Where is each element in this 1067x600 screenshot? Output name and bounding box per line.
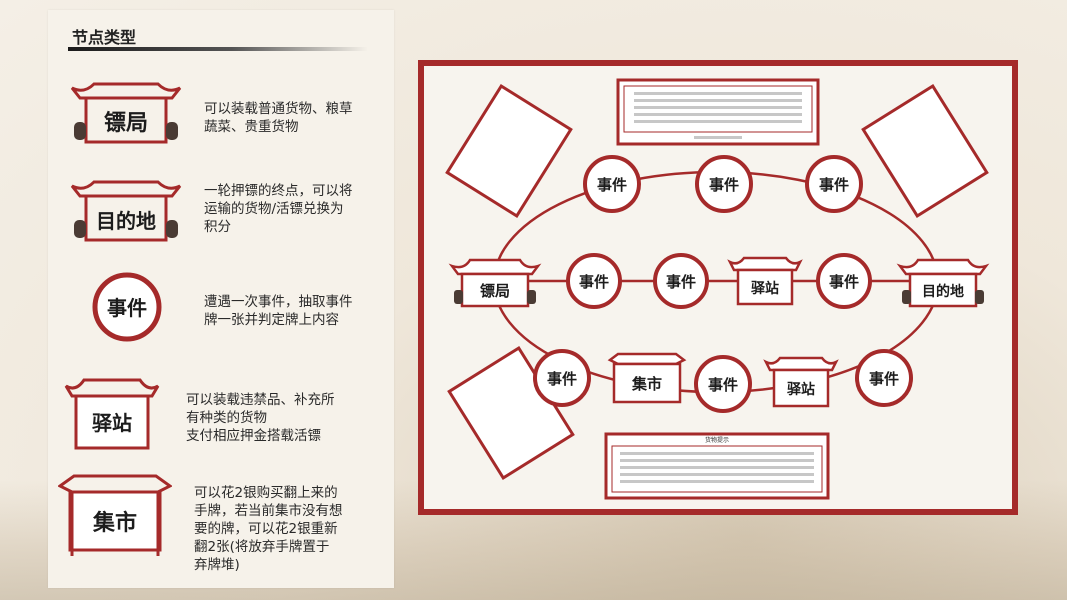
svg-text:驿站: 驿站	[751, 280, 779, 297]
relay-station-icon: 驿站	[62, 372, 162, 452]
legend-title: 节点类型	[72, 24, 136, 48]
game-board-surface: 货物提示 事件 事件 事件	[424, 66, 1012, 509]
svg-text:事件: 事件	[597, 176, 627, 194]
svg-text:事件: 事件	[579, 273, 609, 291]
event-node[interactable]: 事件	[696, 357, 750, 411]
destination-node[interactable]: 目的地	[900, 260, 986, 306]
event-node[interactable]: 事件	[807, 157, 861, 211]
escort-bureau-icon: 镖局	[66, 72, 186, 144]
svg-text:集市: 集市	[631, 375, 662, 393]
relay-station-label: 驿站	[92, 411, 132, 435]
cargo-hints-panel: 货物提示	[606, 434, 828, 498]
cargo-hints-title: 货物提示	[705, 436, 729, 444]
legend-title-underline	[68, 47, 368, 51]
market-node[interactable]: 集市	[610, 354, 684, 402]
node-type-legend: 节点类型 镖局 可以装载普通货物、粮草 蔬菜、贵重货物 目的地 一轮押镖的终点，…	[48, 10, 394, 588]
market-icon: 集市	[58, 470, 172, 556]
event-label: 事件	[107, 296, 147, 320]
event-description: 遭遇一次事件，抽取事件 牌一张并判定牌上内容	[204, 293, 353, 329]
svg-text:事件: 事件	[666, 273, 696, 291]
card-slot-top-right	[863, 86, 987, 216]
svg-text:驿站: 驿站	[787, 381, 815, 398]
svg-text:事件: 事件	[829, 273, 859, 291]
relay-station-description: 可以装载违禁品、补充所 有种类的货物 支付相应押金搭载活镖	[186, 391, 335, 445]
card-slot-top-left	[447, 86, 571, 216]
relay-station-node[interactable]: 驿站	[730, 258, 800, 304]
event-node[interactable]: 事件	[585, 157, 639, 211]
market-description: 可以花2银购买翻上来的 手牌，若当前集市没有想 要的牌，可以花2银重新 翻2张(…	[194, 484, 343, 574]
escort-bureau-label: 镖局	[104, 110, 148, 136]
event-node[interactable]: 事件	[535, 351, 589, 405]
svg-text:事件: 事件	[869, 370, 899, 388]
event-node[interactable]: 事件	[697, 157, 751, 211]
event-icon: 事件	[90, 270, 164, 344]
svg-text:事件: 事件	[819, 176, 849, 194]
relay-station-node[interactable]: 驿站	[766, 358, 836, 406]
event-node[interactable]: 事件	[818, 255, 870, 307]
destination-icon: 目的地	[66, 170, 186, 242]
event-node[interactable]: 事件	[568, 255, 620, 307]
svg-text:目的地: 目的地	[922, 283, 964, 300]
game-board: 货物提示 事件 事件 事件	[418, 60, 1018, 515]
escort-bureau-node[interactable]: 镖局	[452, 260, 538, 306]
market-label: 集市	[92, 510, 137, 536]
svg-text:镖局: 镖局	[480, 282, 510, 300]
escort-bureau-description: 可以装载普通货物、粮草 蔬菜、贵重货物	[204, 100, 353, 136]
svg-text:事件: 事件	[709, 176, 739, 194]
rules-panel-top	[618, 80, 818, 144]
svg-text:事件: 事件	[547, 370, 577, 388]
event-node[interactable]: 事件	[857, 351, 911, 405]
destination-label: 目的地	[96, 209, 156, 233]
event-node[interactable]: 事件	[655, 255, 707, 307]
destination-description: 一轮押镖的终点，可以将 运输的货物/活镖兑换为 积分	[204, 182, 353, 236]
svg-text:事件: 事件	[708, 376, 738, 394]
route-map: 货物提示 事件 事件 事件	[424, 66, 1012, 509]
